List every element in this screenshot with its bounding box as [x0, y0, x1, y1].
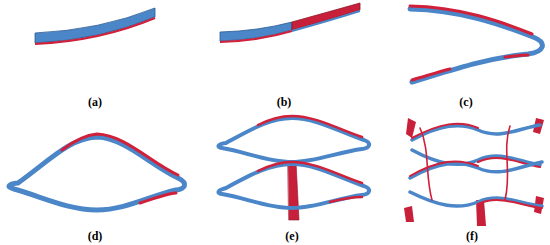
blue-layer: [220, 22, 292, 41]
panel-label: (e): [285, 230, 298, 242]
red-layer: [410, 161, 478, 176]
blue-layer: [219, 164, 370, 208]
blue-layer: [9, 137, 185, 210]
red-layer: [62, 134, 178, 175]
red-layer: [410, 6, 532, 34]
red-layer: [220, 31, 292, 42]
red-tab: [404, 206, 414, 222]
strip-a: [35, 8, 155, 44]
strip-b: [220, 3, 360, 42]
loops-e: [219, 116, 370, 220]
red-layer: [35, 18, 155, 44]
red-layer: [140, 193, 176, 203]
red-layer: [330, 197, 362, 202]
red-strand: [505, 126, 510, 200]
panel-label: (d): [88, 230, 103, 242]
lattice-f: [404, 118, 544, 226]
red-tab: [406, 118, 416, 138]
red-layer: [478, 200, 542, 208]
red-layer: [412, 69, 450, 80]
blue-layer: [219, 118, 370, 162]
blue-layer: [35, 8, 155, 43]
red-tab: [288, 162, 299, 220]
blue-layer: [410, 162, 542, 178]
red-layer: [258, 162, 362, 183]
panel-label: (c): [459, 96, 472, 108]
loop-d: [9, 134, 185, 210]
blue-layer: [292, 11, 360, 31]
red-layer: [258, 116, 362, 137]
red-strand: [420, 128, 432, 200]
strip-c: [410, 6, 542, 82]
red-layer: [505, 55, 528, 57]
red-layer: [292, 3, 360, 30]
panel-label: (a): [88, 96, 102, 108]
panel-label: (f): [466, 230, 478, 242]
panel-label: (b): [277, 96, 292, 108]
blue-layer: [410, 9, 542, 82]
